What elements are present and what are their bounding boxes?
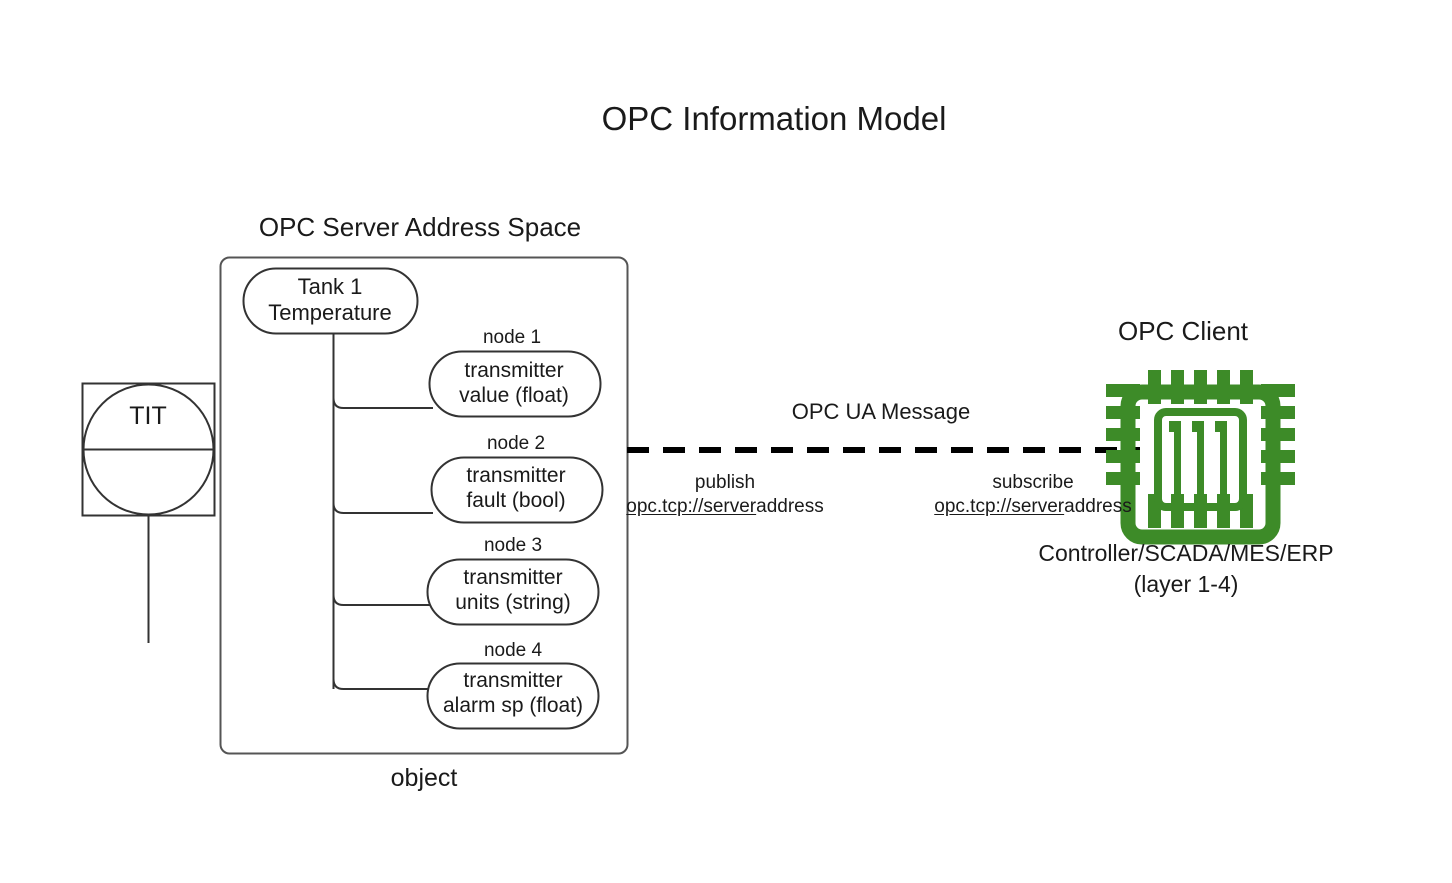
subscribe-endpoint-url: opc.tcp://serveraddress bbox=[934, 496, 1132, 519]
node-label-2-line2: fault (bool) bbox=[466, 488, 566, 512]
server-address-space-caption: OPC Server Address Space bbox=[258, 212, 582, 242]
client-role-label: Controller/SCADA/MES/ERP (layer 1-4) bbox=[1038, 538, 1333, 600]
client-role-line2: (layer 1-4) bbox=[1133, 571, 1239, 598]
node-label-3-line2: units (string) bbox=[455, 590, 571, 614]
node-label-2-line1: transmitter bbox=[466, 464, 566, 487]
node-caption-4: node 4 bbox=[483, 640, 543, 661]
publish-url-scheme[interactable]: opc.tcp://server bbox=[626, 495, 757, 517]
subscribe-url-scheme[interactable]: opc.tcp://server bbox=[934, 495, 1065, 517]
tank-root-line2: Temperature bbox=[268, 299, 392, 325]
publish-endpoint-url: opc.tcp://serveraddress bbox=[626, 496, 824, 519]
node-label-1: transmitter value (float) bbox=[459, 359, 569, 409]
publish-verb-label: publish bbox=[694, 472, 756, 493]
cpu-chip-icon bbox=[1106, 370, 1295, 545]
publish-endpoint: publish opc.tcp://serveraddress bbox=[626, 472, 824, 519]
tank-root-line1: Tank 1 bbox=[297, 274, 363, 299]
page-title: OPC Information Model bbox=[601, 100, 947, 137]
node-caption-1: node 1 bbox=[482, 327, 542, 348]
node-label-4-line1: transmitter bbox=[463, 669, 563, 692]
subscribe-verb-label: subscribe bbox=[992, 472, 1074, 493]
node-label-1-line1: transmitter bbox=[464, 359, 564, 382]
node-label-1-line2: value (float) bbox=[459, 383, 569, 407]
opc-ua-message-label: OPC UA Message bbox=[791, 399, 971, 424]
object-caption: object bbox=[390, 764, 458, 792]
tank-root-label: Tank 1 Temperature bbox=[268, 274, 392, 326]
instrument-tag-label: TIT bbox=[129, 402, 167, 430]
node-caption-2: node 2 bbox=[486, 433, 546, 454]
subscribe-url-rest: address bbox=[1064, 495, 1132, 517]
subscribe-endpoint: subscribe opc.tcp://serveraddress bbox=[934, 472, 1132, 519]
node-label-3-line1: transmitter bbox=[463, 566, 563, 589]
node-tree-connectors bbox=[332, 333, 433, 690]
node-label-3: transmitter units (string) bbox=[455, 566, 571, 616]
node-label-4-line2: alarm sp (float) bbox=[442, 693, 584, 717]
node-caption-3: node 3 bbox=[483, 535, 543, 556]
node-label-4: transmitter alarm sp (float) bbox=[443, 669, 583, 719]
publish-url-rest: address bbox=[756, 495, 824, 517]
node-label-2: transmitter fault (bool) bbox=[466, 464, 565, 514]
client-role-line1: Controller/SCADA/MES/ERP bbox=[1038, 540, 1334, 566]
opc-client-caption: OPC Client bbox=[1117, 316, 1249, 346]
